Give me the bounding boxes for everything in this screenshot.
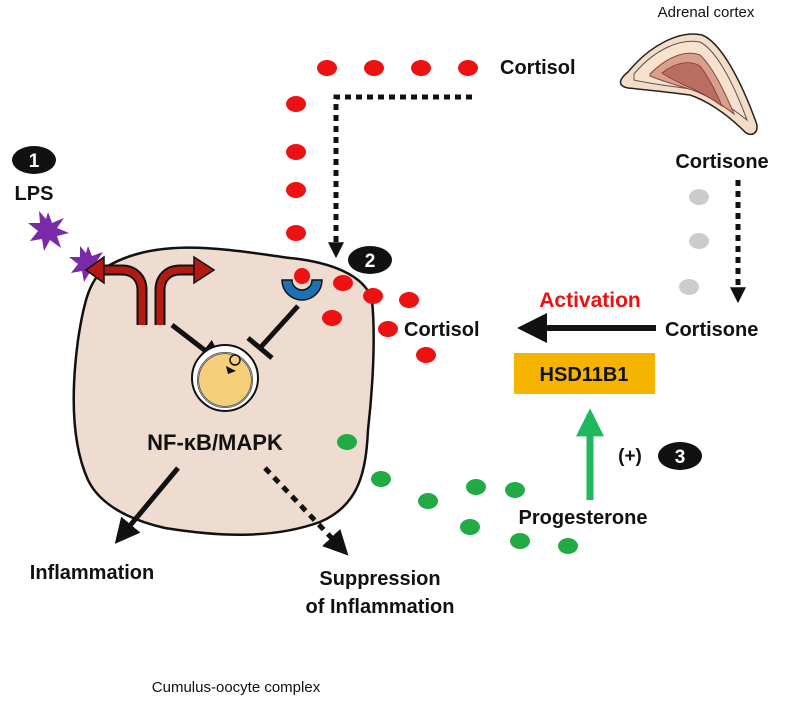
suppression-arrow	[263, 466, 349, 556]
tlr4-receptor-icon	[84, 255, 216, 325]
step-3-badge: 3	[658, 442, 702, 470]
adrenal-gland-icon	[619, 33, 758, 136]
glucocorticoid-receptor-icon	[281, 268, 323, 301]
lps-label: LPS	[15, 183, 54, 205]
adrenal-cortex-label: Adrenal cortex	[658, 4, 755, 21]
hsd11b1-box: HSD11B1	[514, 353, 655, 394]
cortisol-mid-label: Cortisol	[404, 319, 480, 341]
lps-star-icon	[28, 211, 108, 282]
svg-text:1: 1	[29, 151, 40, 172]
activation-label: Activation	[539, 289, 641, 312]
gr-inhibition-line	[246, 304, 300, 360]
hsd11b1-label: HSD11B1	[540, 364, 629, 386]
cortisone-dots	[679, 189, 709, 295]
cortisone-top-label: Cortisone	[675, 151, 768, 173]
cumulus-oocyte-complex-caption: Cumulus-oocyte complex	[152, 679, 321, 696]
nucleus-icon	[191, 344, 259, 412]
inflammation-label: Inflammation	[30, 562, 154, 584]
step-2-badge: 2	[348, 246, 392, 274]
progesterone-dots	[337, 434, 578, 554]
suppression-label-line2: of Inflammation	[306, 596, 455, 618]
step-1-badge: 1	[12, 146, 56, 174]
progesterone-label: Progesterone	[519, 507, 648, 529]
cortisone-mid-label: Cortisone	[665, 319, 758, 341]
nfkb-mapk-label: NF-κB/MAPK	[147, 430, 283, 455]
svg-text:2: 2	[365, 251, 376, 272]
plus-label: (+)	[618, 446, 642, 467]
cortisol-dots-path	[286, 60, 478, 241]
cortisol-entry-arrow	[327, 94, 472, 259]
inflammation-arrow	[114, 466, 180, 544]
cortisol-cluster-dots	[322, 275, 436, 363]
cortisol-top-label: Cortisol	[500, 57, 576, 79]
svg-text:3: 3	[675, 447, 686, 468]
suppression-label-line1: Suppression	[319, 568, 440, 590]
